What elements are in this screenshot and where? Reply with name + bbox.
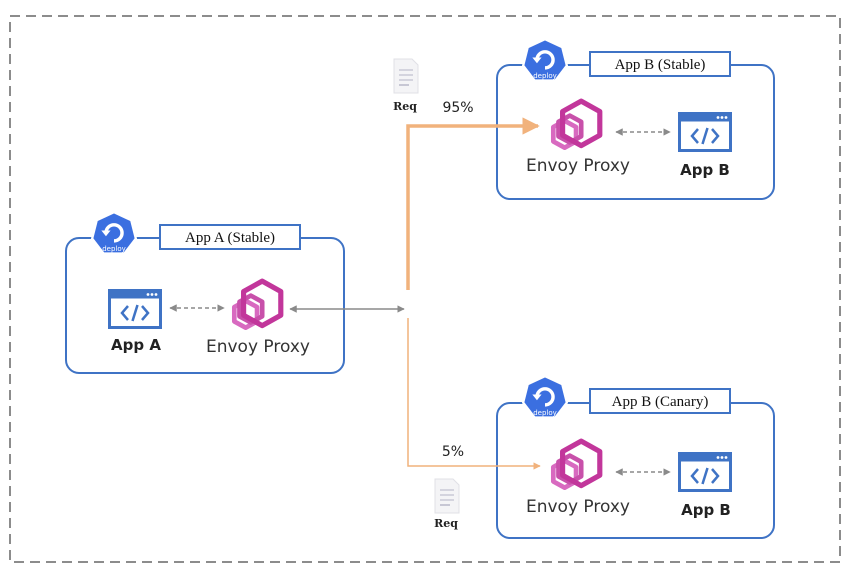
app-b-canary-group: App B (Canary) deploy Envoy Proxy App B	[496, 375, 775, 539]
document-icon	[393, 58, 419, 94]
canary-request-label: Req	[434, 517, 458, 530]
stable-traffic-path	[406, 117, 540, 290]
app-b-stable-box	[496, 64, 775, 200]
deploy-icon-label: deploy	[102, 245, 126, 253]
app-a-proxy-name: Envoy Proxy	[206, 337, 310, 357]
deploy-icon-label: deploy	[533, 72, 557, 80]
app-b-stable-label: App B (Stable)	[615, 57, 706, 73]
app-a-label-tab	[159, 224, 301, 250]
app-a-label: App A (Stable)	[185, 230, 275, 246]
app-a-stable-group: App A (Stable) deploy App A Envoy Proxy	[65, 211, 345, 374]
app-b-stable-name: App B	[680, 161, 730, 179]
stable-request-label: Req	[393, 100, 417, 113]
app-b-canary-box	[496, 402, 775, 539]
deploy-icon-label: deploy	[533, 409, 557, 417]
deploy-icon: deploy	[522, 38, 568, 83]
code-window-icon	[678, 452, 732, 492]
stable-traffic-percent: 95%	[442, 100, 473, 116]
app-b-canary-label-tab	[589, 388, 731, 414]
app-a-name: App A	[111, 336, 161, 354]
app-b-canary-label: App B (Canary)	[612, 394, 709, 410]
app-b-canary-proxy-name: Envoy Proxy	[526, 497, 630, 517]
app-b-stable-group: App B (Stable) deploy Envoy Proxy App B	[496, 38, 775, 200]
app-b-stable-label-tab	[589, 51, 731, 77]
app-b-stable-proxy-name: Envoy Proxy	[526, 156, 630, 176]
deploy-icon: deploy	[91, 211, 137, 256]
canary-traffic-path	[407, 318, 541, 470]
app-b-canary-name: App B	[681, 501, 731, 519]
document-icon	[434, 478, 460, 514]
deploy-icon: deploy	[522, 375, 568, 420]
code-window-icon	[678, 112, 732, 152]
code-window-icon	[108, 289, 162, 329]
canary-traffic-percent: 5%	[442, 444, 464, 460]
